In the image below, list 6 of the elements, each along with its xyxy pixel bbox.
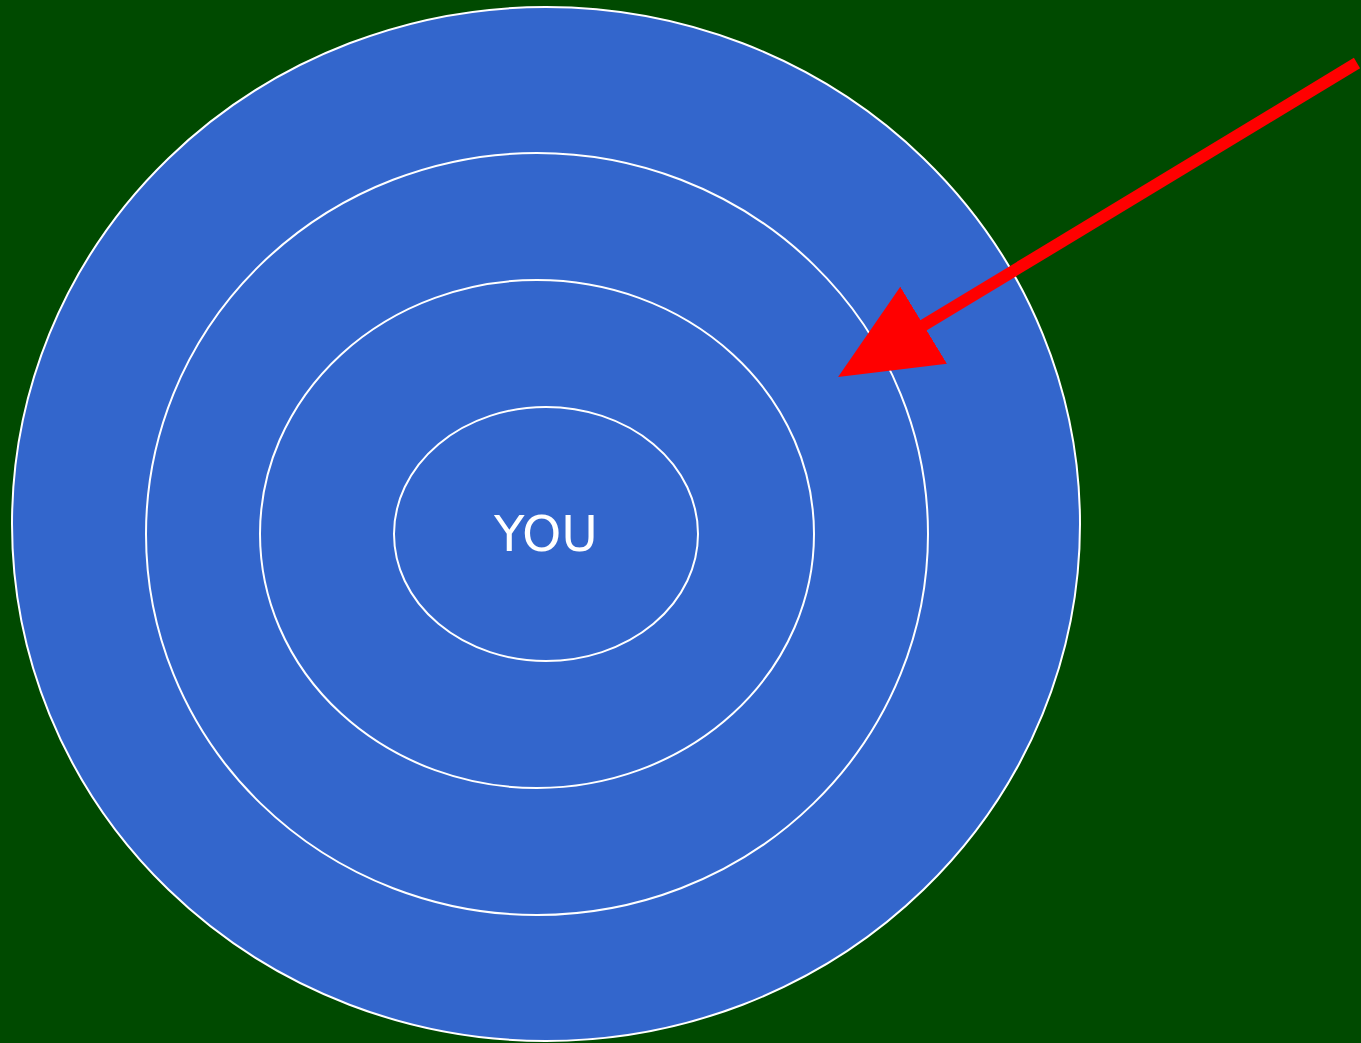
target-ring [394,407,698,661]
target-label: YOU [494,505,598,563]
target-ring [146,153,928,915]
target-ring [260,280,814,788]
target-ring [12,7,1080,1041]
arrow [838,57,1361,378]
